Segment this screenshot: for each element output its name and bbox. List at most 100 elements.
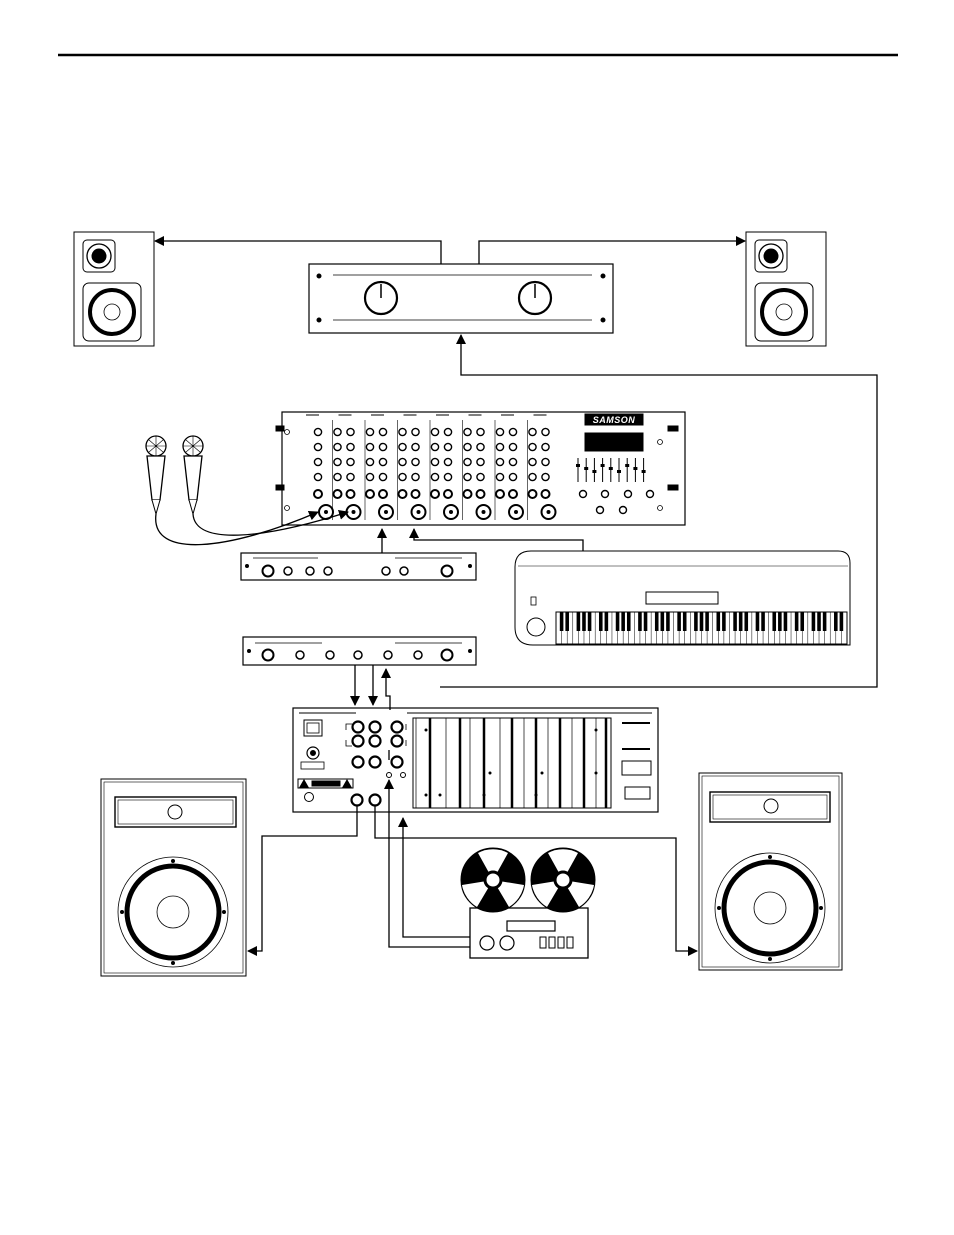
mixer-knob (399, 473, 406, 480)
black-key (694, 612, 698, 631)
mixer-knob (542, 458, 549, 465)
mixer-knob (334, 443, 341, 450)
mixer-knob (477, 458, 484, 465)
mixer-line-jack (399, 490, 407, 498)
mixer-knob (379, 458, 386, 465)
mixer-knob (334, 458, 341, 465)
mixer-knob (509, 443, 516, 450)
amp-jack (353, 722, 364, 733)
amp-jack (370, 757, 381, 768)
black-key (655, 612, 659, 631)
mixer-line-jack (464, 490, 472, 498)
amp-jack (401, 773, 406, 778)
mixer-knob (509, 428, 516, 435)
mixer-knob (496, 473, 503, 480)
black-key (778, 612, 782, 631)
mixer-knob (444, 473, 451, 480)
black-key (588, 612, 592, 631)
mixer-knob (542, 428, 549, 435)
mixer-master-knob (597, 507, 604, 514)
black-key (560, 612, 564, 631)
mixer-knob (431, 473, 438, 480)
mixer-knob (444, 458, 451, 465)
amp-jack (392, 736, 403, 747)
black-key (627, 612, 631, 631)
rack-effects-unit-1 (241, 553, 476, 580)
mixer-line-jack (542, 490, 550, 498)
amp-jack (370, 722, 381, 733)
mixer-knob (444, 428, 451, 435)
samson-mixer: SAMSON (276, 412, 685, 525)
mixer-knob (334, 473, 341, 480)
mixer-knob (399, 443, 406, 450)
mixer-knob (509, 458, 516, 465)
cable-keyboard-to-mixer (414, 529, 583, 551)
mixer-line-jack (347, 490, 355, 498)
mixer-brand-label: SAMSON (593, 415, 636, 425)
mixer-knob (366, 428, 373, 435)
mixer-knob (347, 473, 354, 480)
black-key (700, 612, 704, 631)
cable-tape-in (403, 818, 470, 937)
mixer-knob (509, 473, 516, 480)
black-key (761, 612, 765, 631)
black-key (840, 612, 844, 631)
mixer-line-jack (496, 490, 504, 498)
black-key (605, 612, 609, 631)
mixer-line-jack (366, 490, 374, 498)
reel-to-reel-tape-recorder (461, 848, 595, 958)
mixer-knob (379, 443, 386, 450)
mixer-knob (542, 473, 549, 480)
mixer-knob (464, 458, 471, 465)
mixer-knob (412, 428, 419, 435)
mixer-knob (496, 443, 503, 450)
amp-jack (353, 757, 364, 768)
mixer-master-knob (580, 491, 587, 498)
mixer-knob (477, 443, 484, 450)
powered-mixer-amplifier (293, 708, 658, 812)
main-speaker-right (699, 773, 842, 970)
monitor-speaker-right (746, 232, 826, 346)
black-key (616, 612, 620, 631)
mixer-line-jack (431, 490, 439, 498)
mixer-knob (412, 443, 419, 450)
mixer-line-jack (334, 490, 342, 498)
mixer-knob (314, 443, 321, 450)
amp-jack (370, 795, 381, 806)
mixer-line-jack (477, 490, 485, 498)
black-key (716, 612, 720, 631)
mixer-knob (379, 428, 386, 435)
black-key (621, 612, 625, 631)
mixer-master-knob (647, 491, 654, 498)
mixer-knob (314, 458, 321, 465)
black-key (644, 612, 648, 631)
black-key (772, 612, 776, 631)
mixer-knob (399, 428, 406, 435)
microphone-left (146, 436, 166, 514)
black-key (638, 612, 642, 631)
black-key (677, 612, 681, 631)
black-key (733, 612, 737, 631)
black-key (744, 612, 748, 631)
cable-effects2-return (386, 669, 390, 710)
black-key (683, 612, 687, 631)
mixer-knob (347, 443, 354, 450)
mixer-master-knob (625, 491, 632, 498)
black-key (565, 612, 569, 631)
mixer-master-knob (602, 491, 609, 498)
mixer-knob (366, 443, 373, 450)
mixer-knob (542, 443, 549, 450)
black-key (784, 612, 788, 631)
rack-effects-unit-2 (243, 637, 476, 665)
mixer-line-jack (379, 490, 387, 498)
mixer-knob (379, 473, 386, 480)
mixer-knob (477, 428, 484, 435)
mixer-knob (412, 458, 419, 465)
mixer-knob (334, 428, 341, 435)
keyboard-synthesizer (515, 551, 850, 645)
cable-amp-to-main-speaker-left (248, 806, 357, 951)
mixer-knob (496, 458, 503, 465)
mixer-knob (314, 473, 321, 480)
mixer-line-jack (412, 490, 420, 498)
